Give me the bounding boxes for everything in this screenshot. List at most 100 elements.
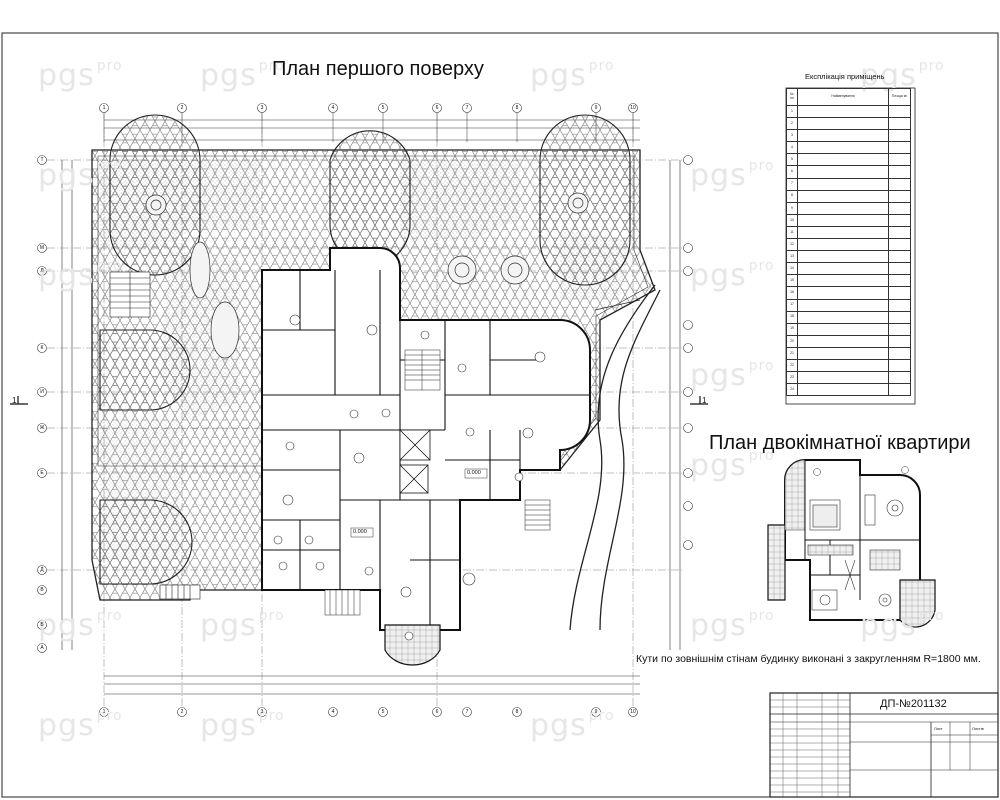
- explication-cell-name: [797, 262, 889, 276]
- explication-row: 21: [786, 346, 911, 360]
- level-mark: 0.000: [467, 470, 481, 476]
- axis-label: Ж: [39, 425, 45, 431]
- explication-row: 19: [786, 322, 911, 336]
- explication-cell-name: [797, 334, 889, 348]
- sheet-frame: [1, 32, 999, 798]
- explication-cell-no: 8: [786, 189, 798, 203]
- explication-cell-name: [797, 298, 889, 312]
- explication-cell-no: 6: [786, 165, 798, 179]
- explication-cell-area: [888, 346, 911, 360]
- explication-cell-name: [797, 346, 889, 360]
- explication-row: 12: [786, 238, 911, 252]
- explication-cell-name: [797, 213, 889, 227]
- axis-label: А: [40, 645, 44, 651]
- explication-cell-no: 15: [786, 274, 798, 288]
- axis-label: 2: [180, 709, 184, 715]
- axis-label: 4: [331, 709, 335, 715]
- axis-label: 8: [515, 709, 519, 715]
- explication-row: 3: [786, 129, 911, 143]
- explication-cell-area: [888, 262, 911, 276]
- explication-cell-name: [797, 177, 889, 191]
- explication-cell-name: [797, 189, 889, 203]
- first-floor-plan-title: План першого поверху: [272, 58, 484, 80]
- explication-cell-area: [888, 165, 911, 179]
- axis-label: 1: [102, 709, 106, 715]
- explication-row: 9: [786, 201, 911, 215]
- axis-label: 6: [435, 709, 439, 715]
- explication-cell-no: 13: [786, 250, 798, 264]
- explication-cell-area: [888, 383, 911, 397]
- explication-row: 23: [786, 371, 911, 385]
- axis-label: 10: [630, 709, 636, 715]
- axis-label: 9: [594, 105, 598, 111]
- apartment-plan: [767, 459, 936, 628]
- title-block: [769, 692, 999, 798]
- explication-cell-no: 10: [786, 213, 798, 227]
- axis-label: В: [40, 587, 44, 593]
- explication-cell-no: 12: [786, 238, 798, 252]
- explication-cell-no: 17: [786, 298, 798, 312]
- first-floor-plan: [10, 103, 708, 717]
- explication-cell-no: 18: [786, 310, 798, 324]
- section-mark: 1: [702, 396, 707, 405]
- explication-cell-area: [888, 225, 911, 240]
- explication-header: Площа м²: [888, 88, 911, 106]
- explication-cell-name: [797, 286, 889, 300]
- explication-cell-name: [797, 165, 889, 179]
- explication-cell-no: 2: [786, 117, 798, 131]
- document-number: ДП-№201132: [880, 698, 947, 710]
- explication-cell-area: [888, 129, 911, 143]
- axis-label: 10: [630, 105, 636, 111]
- explication-cell-name: [797, 201, 889, 215]
- explication-header-row: № пп Найменування Площа м²: [786, 88, 911, 106]
- axis-label: 5: [381, 709, 385, 715]
- explication-row: 14: [786, 262, 911, 276]
- explication-row: 5: [786, 153, 911, 167]
- explication-row: 22: [786, 358, 911, 373]
- explication-cell-name: [797, 238, 889, 252]
- explication-cell-area: [888, 298, 911, 312]
- explication-cell-name: [797, 153, 889, 167]
- explication-cell-name: [797, 117, 889, 131]
- explication-row: 13: [786, 250, 911, 264]
- explication-cell-no: 11: [786, 225, 798, 240]
- explication-cell-name: [797, 358, 889, 373]
- explication-cell-area: [888, 117, 911, 131]
- explication-cell-name: [797, 129, 889, 143]
- explication-cell-area: [888, 310, 911, 324]
- axis-label: Е: [40, 470, 44, 476]
- explication-header: Найменування: [797, 88, 889, 106]
- explication-cell-area: [888, 322, 911, 336]
- axis-label: Б: [40, 622, 44, 628]
- axis-label: Д: [40, 567, 44, 573]
- explication-cell-no: 20: [786, 334, 798, 348]
- explication-cell-area: [888, 177, 911, 191]
- sheets-label: Листів: [972, 726, 984, 731]
- explication-cell-area: [888, 274, 911, 288]
- axis-label: 7: [465, 105, 469, 111]
- axis-label: 5: [381, 105, 385, 111]
- explication-row: 8: [786, 189, 911, 203]
- explication-cell-name: [797, 383, 889, 397]
- explication-row: 4: [786, 141, 911, 155]
- explication-row: 24: [786, 383, 911, 397]
- explication-cell-no: 24: [786, 383, 798, 397]
- explication-cell-name: [797, 225, 889, 240]
- explication-cell-no: 5: [786, 153, 798, 167]
- axis-label: 1: [102, 105, 106, 111]
- explication-cell-area: [888, 201, 911, 215]
- axis-label: Т: [40, 157, 44, 163]
- explication-cell-area: [888, 104, 911, 119]
- explication-cell-name: [797, 250, 889, 264]
- axis-label: 3: [260, 105, 264, 111]
- explication-cell-name: [797, 141, 889, 155]
- explication-cell-no: 14: [786, 262, 798, 276]
- explication-cell-no: 4: [786, 141, 798, 155]
- explication-row: 10: [786, 213, 911, 227]
- axis-label: 6: [435, 105, 439, 111]
- axis-label: 9: [594, 709, 598, 715]
- explication-cell-area: [888, 189, 911, 203]
- explication-cell-name: [797, 274, 889, 288]
